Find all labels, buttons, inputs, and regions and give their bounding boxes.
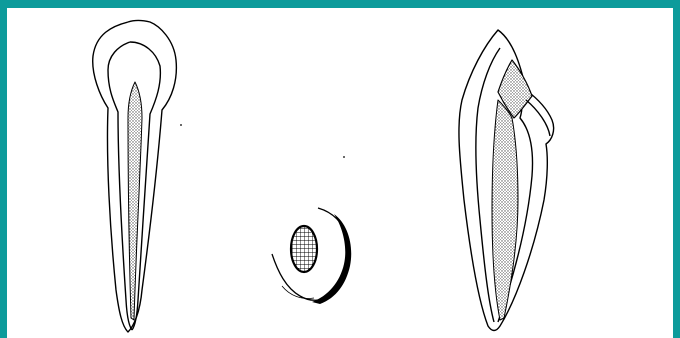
tooth-longitudinal-section: [93, 21, 177, 333]
fractured-tooth-bulge: [526, 100, 550, 136]
fractured-pulp-canal: [492, 100, 518, 320]
pulp-canal: [128, 82, 142, 320]
cross-section-shadow: [312, 214, 351, 304]
crosshatched-pulp: [291, 226, 317, 272]
speck: [180, 124, 182, 126]
tooth-fractured-section: [459, 30, 554, 331]
tooth-cross-section: [272, 208, 351, 304]
cross-section-inner: [282, 286, 314, 299]
speck: [343, 156, 345, 158]
